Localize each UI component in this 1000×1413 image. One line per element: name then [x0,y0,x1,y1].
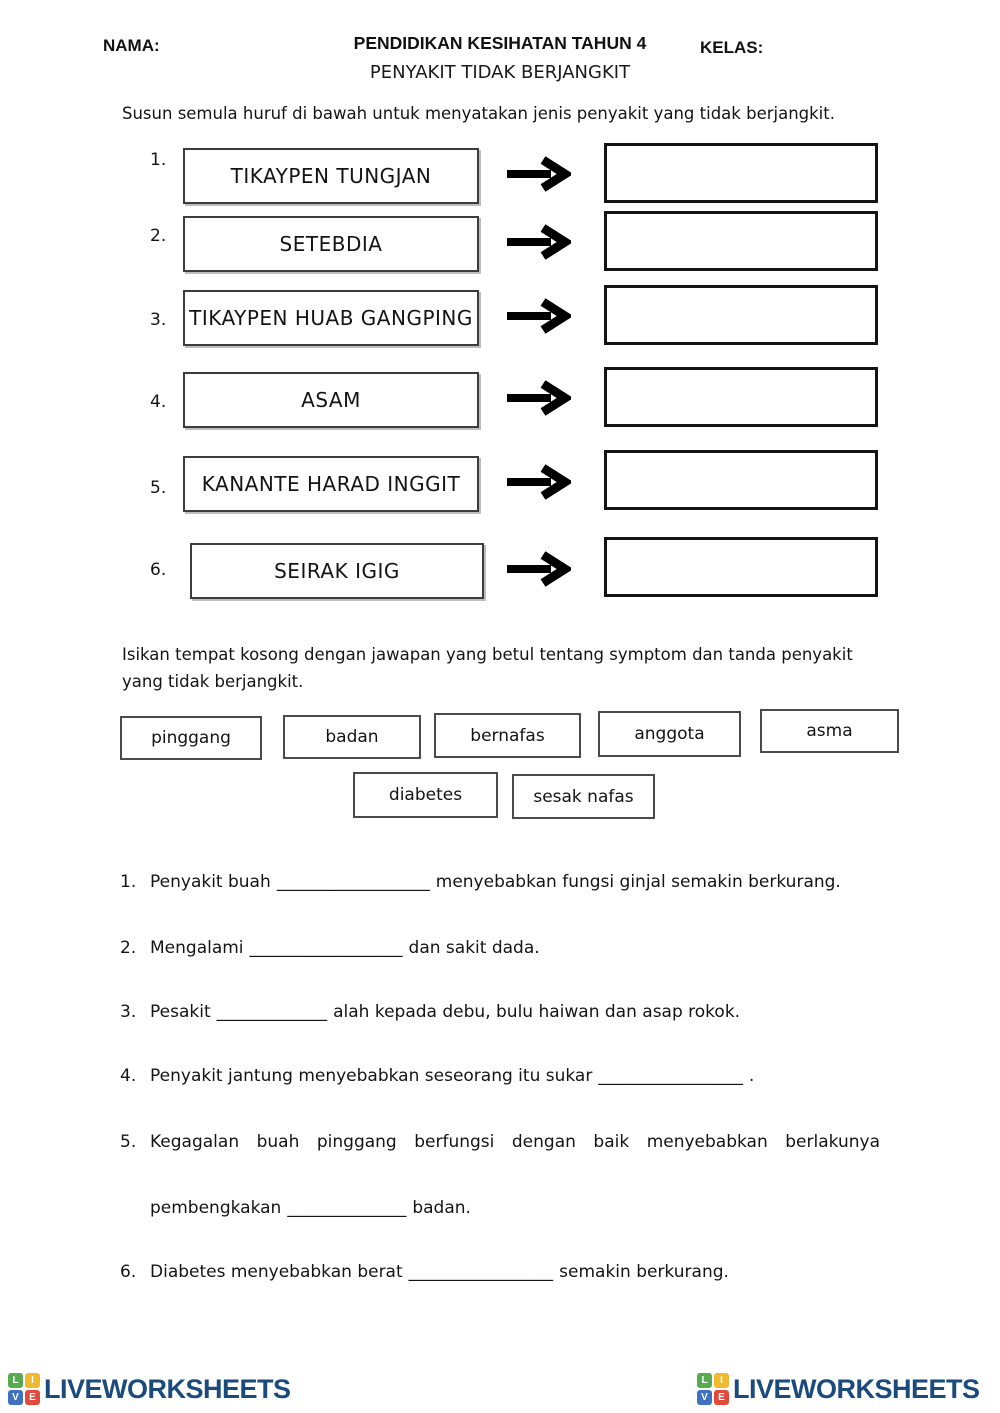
answer-input-box[interactable] [604,367,878,427]
sentence-text: Mengalami [150,938,244,958]
item-number: 4. [150,392,167,412]
arrow-right-icon [507,224,571,260]
section2-instruction: Isikan tempat kosong dengan jawapan yang… [122,641,942,695]
sentence: 1. Penyakit buah__________________menyeba… [120,872,930,892]
instruction-line: Isikan tempat kosong dengan jawapan yang… [122,645,853,664]
logo-tile-i: I [714,1373,729,1388]
sentence-number: 1. [120,872,137,892]
word-bank-item: asma [760,709,899,753]
sentence-text: Diabetes menyebabkan berat [150,1262,403,1282]
sentence: 3. Pesakit_____________alah kepada debu, … [120,1002,930,1022]
logo-tile-i: I [25,1373,40,1388]
arrow-right-icon [507,298,571,334]
item-number: 1. [150,150,167,170]
word-bank-item: pinggang [120,716,262,760]
liveworksheets-logo[interactable]: L I V E LIVEWORKSHEETS [697,1373,980,1405]
answer-input-box[interactable] [604,211,878,271]
scrambled-word-box: TIKAYPEN TUNGJAN [183,148,479,204]
item-number: 6. [150,560,167,580]
sentence-text: alah kepada debu, bulu haiwan dan asap r… [333,1002,741,1022]
logo-tile-e: E [25,1390,40,1405]
sentence-text: Penyakit buah [150,872,271,892]
sentence-blank[interactable]: ______________ [287,1198,407,1218]
liveworksheets-wordmark: LIVEWORKSHEETS [44,1373,291,1404]
logo-tile-v: V [697,1390,712,1405]
answer-input-box[interactable] [604,537,878,597]
logo-tile-l: L [8,1373,23,1388]
answer-input-box[interactable] [604,285,878,345]
nama-label: NAMA: [103,36,160,55]
arrow-right-icon [507,464,571,500]
sentence: 4. Penyakit jantung menyebabkan seseorang… [120,1066,930,1086]
sentence-blank[interactable]: _____________ [216,1002,328,1022]
answer-input-box[interactable] [604,143,878,203]
liveworksheets-logo-icon: L I V E [8,1373,40,1405]
sentence-number: 3. [120,1002,137,1022]
liveworksheets-logo-icon: L I V E [697,1373,729,1405]
sentence: 2. Mengalami__________________dan sakit d… [120,938,930,958]
word-bank-item: diabetes [353,772,498,818]
sentence-text: menyebabkan fungsi ginjal semakin berkur… [435,872,841,892]
logo-tile-v: V [8,1390,23,1405]
sentence-blank[interactable]: _________________ [408,1262,554,1282]
arrow-right-icon [507,156,571,192]
page-subtitle: PENYAKIT TIDAK BERJANGKIT [369,62,631,83]
sentence-text: Pesakit [150,1002,211,1022]
item-number: 3. [150,310,167,330]
section1-instruction: Susun semula huruf di bawah untuk menyat… [122,104,835,123]
scrambled-word-box: ASAM [183,372,479,428]
scrambled-word-box: SEIRAK IGIG [190,543,484,599]
arrow-right-icon [507,551,571,587]
word-bank-item: bernafas [434,713,581,758]
sentence-number: 2. [120,938,137,958]
scrambled-word-box: KANANTE HARAD INGGIT [183,456,479,512]
item-number: 5. [150,478,167,498]
answer-input-box[interactable] [604,450,878,510]
scrambled-word-box: SETEBDIA [183,216,479,272]
sentence-number: 6. [120,1262,137,1282]
sentence: 6. Diabetes menyebabkan berat____________… [120,1262,930,1282]
arrow-right-icon [507,380,571,416]
sentence-text: Penyakit jantung menyebabkan seseorang i… [150,1066,593,1086]
sentence-blank[interactable]: __________________ [249,938,403,958]
sentence-text: dan sakit dada. [408,938,540,958]
sentence: 5. Kegagalan buah pinggang berfungsi deng… [120,1132,930,1152]
scrambled-word-box: TIKAYPEN HUAB GANGPING [183,290,479,346]
word-bank-item: anggota [598,711,741,757]
sentence-text: badan. [412,1198,471,1218]
item-number: 2. [150,226,167,246]
liveworksheets-logo[interactable]: L I V E LIVEWORKSHEETS [8,1373,291,1405]
page-title: PENDIDIKAN KESIHATAN TAHUN 4 [353,33,647,53]
sentence-text: Kegagalan buah pinggang berfungsi dengan… [150,1132,880,1152]
liveworksheets-wordmark: LIVEWORKSHEETS [733,1373,980,1404]
instruction-line: yang tidak berjangkit. [122,672,304,692]
sentence-number: 5. [120,1132,137,1152]
sentence-blank[interactable]: _________________ [598,1066,743,1086]
word-bank-item: badan [283,715,421,759]
word-bank-item: sesak nafas [512,774,655,819]
logo-tile-e: E [714,1390,729,1405]
sentence-text: semakin berkurang. [559,1262,729,1282]
sentence-number: 4. [120,1066,137,1086]
sentence-text: pembengkakan [150,1198,282,1218]
logo-tile-l: L [697,1373,712,1388]
sentence-continuation: pembengkakan______________badan. [150,1198,960,1218]
kelas-label: KELAS: [700,38,764,57]
sentence-text: . [748,1066,755,1086]
sentence-blank[interactable]: __________________ [276,872,430,892]
